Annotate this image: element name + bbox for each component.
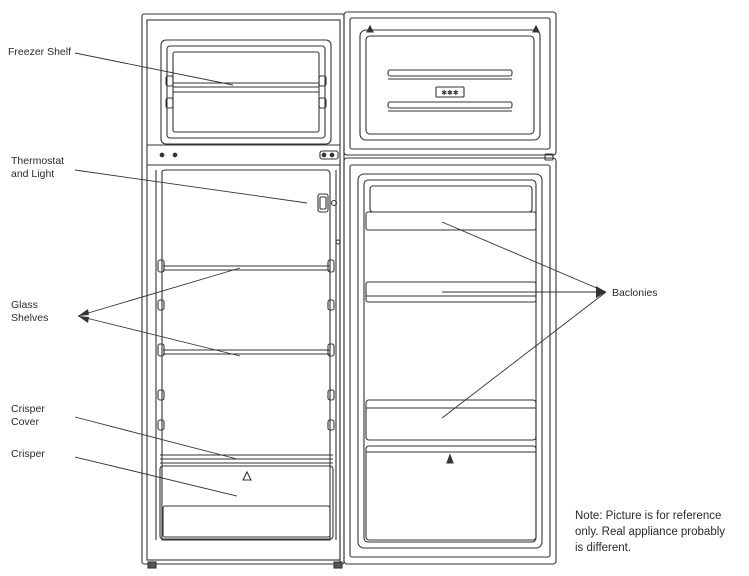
note-line1: Note: Picture is for reference	[575, 510, 722, 522]
note-line2: only. Real appliance probably	[575, 526, 726, 538]
label-crisper-cover: Crisper Cover	[11, 403, 45, 429]
svg-text:✱✱✱: ✱✱✱	[441, 89, 459, 97]
leader-arrows	[78, 286, 606, 323]
label-glass-line1: Glass	[11, 299, 38, 311]
label-crisper-cover-line2: Cover	[11, 416, 40, 428]
cabinet-body	[141, 13, 345, 569]
control-strip	[147, 144, 340, 166]
fridge-door	[339, 153, 557, 565]
shelf-supports	[157, 299, 335, 431]
glass-shelf-upper	[157, 259, 335, 273]
glass-shelf-lower	[157, 343, 335, 357]
leader-glass-upper	[77, 267, 241, 317]
crisper-drawer	[159, 465, 334, 540]
label-glass-shelves: Glass Shelves	[11, 299, 48, 325]
reference-note: Note: Picture is for reference only. Rea…	[575, 508, 745, 556]
label-crisper: Crisper	[11, 448, 45, 460]
leader-freezer-shelf	[74, 52, 234, 86]
door-balcony-lower	[365, 399, 537, 441]
label-thermostat-line2: and Light	[11, 168, 55, 180]
leader-glass-lower	[77, 315, 241, 357]
leader-crisper-cover	[74, 416, 238, 460]
leader-lines	[74, 52, 607, 497]
freezer-shelf	[165, 75, 327, 109]
leader-thermostat	[74, 169, 308, 204]
label-thermostat-line1: Thermostat	[11, 155, 65, 167]
leader-balcony-top	[441, 221, 607, 293]
note-line3: is different.	[575, 542, 632, 554]
crisper-cover	[160, 454, 333, 464]
freezer-door: ✱✱✱	[319, 11, 557, 160]
label-freezer-shelf: Freezer Shelf	[8, 46, 72, 58]
thermostat-and-light	[317, 193, 341, 245]
label-balconies: Baclonies	[612, 287, 658, 299]
door-balcony-bottom	[365, 445, 537, 541]
label-glass-line2: Shelves	[11, 312, 49, 324]
leader-balcony-low	[441, 291, 607, 419]
freezer-compartment	[160, 39, 332, 145]
label-crisper-cover-line1: Crisper	[11, 403, 45, 415]
fridge-compartment	[155, 169, 337, 541]
label-thermostat: Thermostat and Light	[11, 155, 64, 181]
door-balcony-top	[365, 185, 537, 231]
leader-crisper	[74, 456, 238, 497]
